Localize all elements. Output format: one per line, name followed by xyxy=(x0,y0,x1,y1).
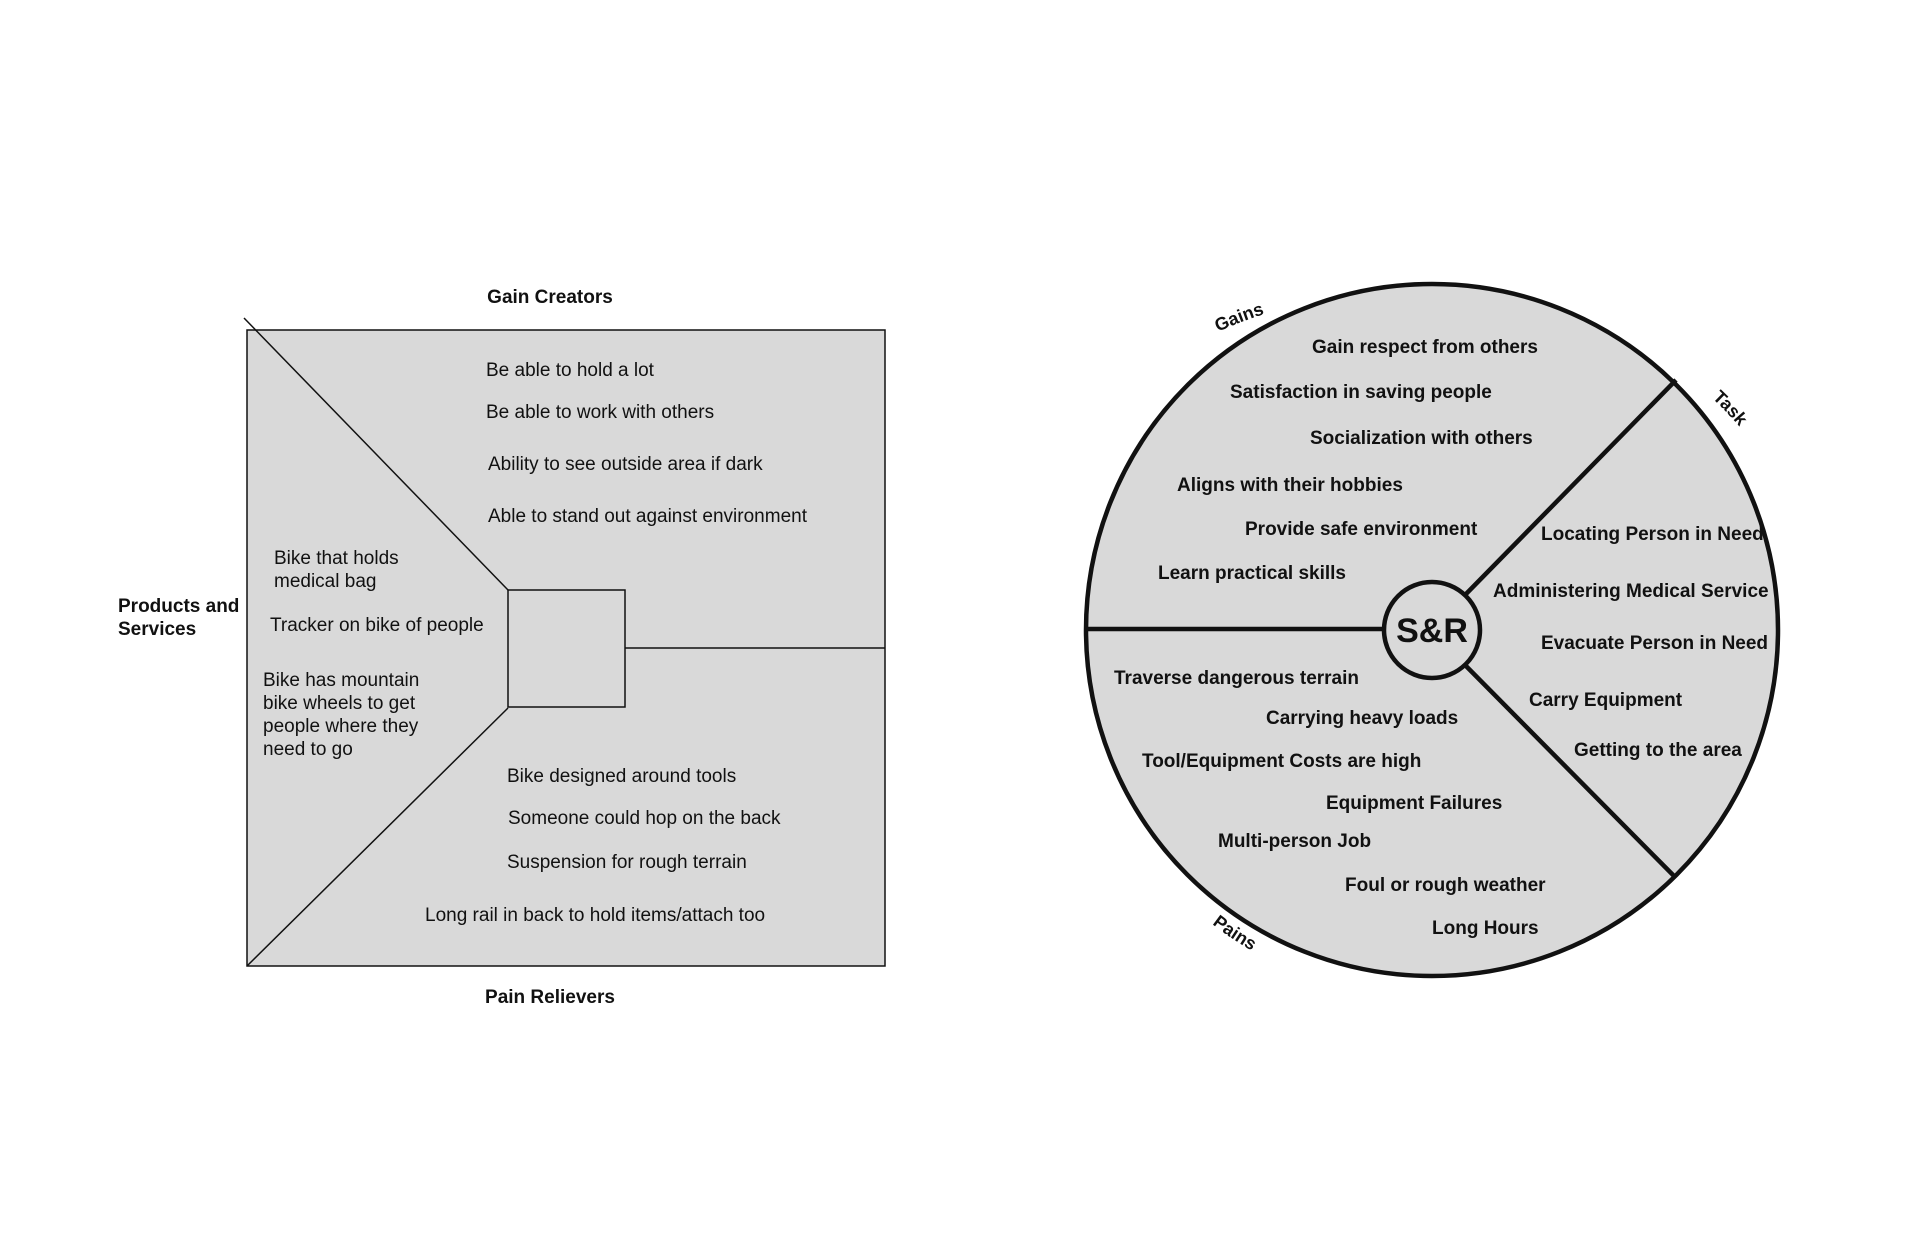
value-map-diagonal-bottom xyxy=(246,707,509,967)
pain-item: Long Hours xyxy=(1432,918,1539,939)
gain-item: Aligns with their hobbies xyxy=(1177,475,1403,496)
pain-reliever-item: Someone could hop on the back xyxy=(508,808,781,829)
pain-item: Carrying heavy loads xyxy=(1266,708,1458,729)
customer-profile: S&R Gains Task Pains Gain respect from o… xyxy=(1083,281,1781,979)
gain-creator-item: Be able to hold a lot xyxy=(486,360,655,381)
gain-item: Learn practical skills xyxy=(1158,563,1346,584)
gain-creator-item: Able to stand out against environment xyxy=(488,506,808,527)
profile-center-circle xyxy=(1381,579,1483,681)
value-map-center-box xyxy=(507,589,626,708)
pain-reliever-item: Bike designed around tools xyxy=(507,766,736,787)
task-item: Getting to the area xyxy=(1574,740,1742,761)
gain-item: Satisfaction in saving people xyxy=(1230,382,1492,403)
product-item: Tracker on bike of people xyxy=(270,615,484,636)
pain-item: Tool/Equipment Costs are high xyxy=(1142,751,1421,772)
task-item: Administering Medical Service xyxy=(1493,581,1769,602)
gain-item: Socialization with others xyxy=(1310,428,1533,449)
gain-creator-item: Be able to work with others xyxy=(486,402,714,423)
gain-item: Gain respect from others xyxy=(1312,337,1538,358)
product-item: Bike has mountain bike wheels to get peo… xyxy=(263,670,425,760)
profile-center-label: S&R xyxy=(1396,612,1468,650)
products-services-header: Products and Services xyxy=(118,596,245,640)
pain-relievers-header: Pain Relievers xyxy=(485,987,615,1008)
product-item: Bike that holds medical bag xyxy=(274,548,404,592)
value-map-diagonal-top xyxy=(243,317,509,591)
gain-item: Provide safe environment xyxy=(1245,519,1478,540)
task-section-label: Task xyxy=(1709,386,1752,430)
profile-divider-lower-right xyxy=(1464,664,1678,880)
profile-divider-upper-right xyxy=(1464,378,1678,596)
pain-item: Traverse dangerous terrain xyxy=(1114,668,1359,689)
pain-item: Equipment Failures xyxy=(1326,793,1502,814)
gain-creator-item: Ability to see outside area if dark xyxy=(488,454,763,475)
pain-reliever-item: Long rail in back to hold items/attach t… xyxy=(425,905,765,926)
task-item: Carry Equipment xyxy=(1529,690,1683,711)
value-map: Gain Creators Pain Relievers Products an… xyxy=(118,287,886,1008)
task-item: Evacuate Person in Need xyxy=(1541,633,1768,654)
gain-creators-header: Gain Creators xyxy=(487,287,613,308)
task-item: Locating Person in Need xyxy=(1541,524,1764,545)
pain-item: Foul or rough weather xyxy=(1345,875,1546,896)
pain-reliever-item: Suspension for rough terrain xyxy=(507,852,747,873)
pain-item: Multi-person Job xyxy=(1218,831,1371,852)
